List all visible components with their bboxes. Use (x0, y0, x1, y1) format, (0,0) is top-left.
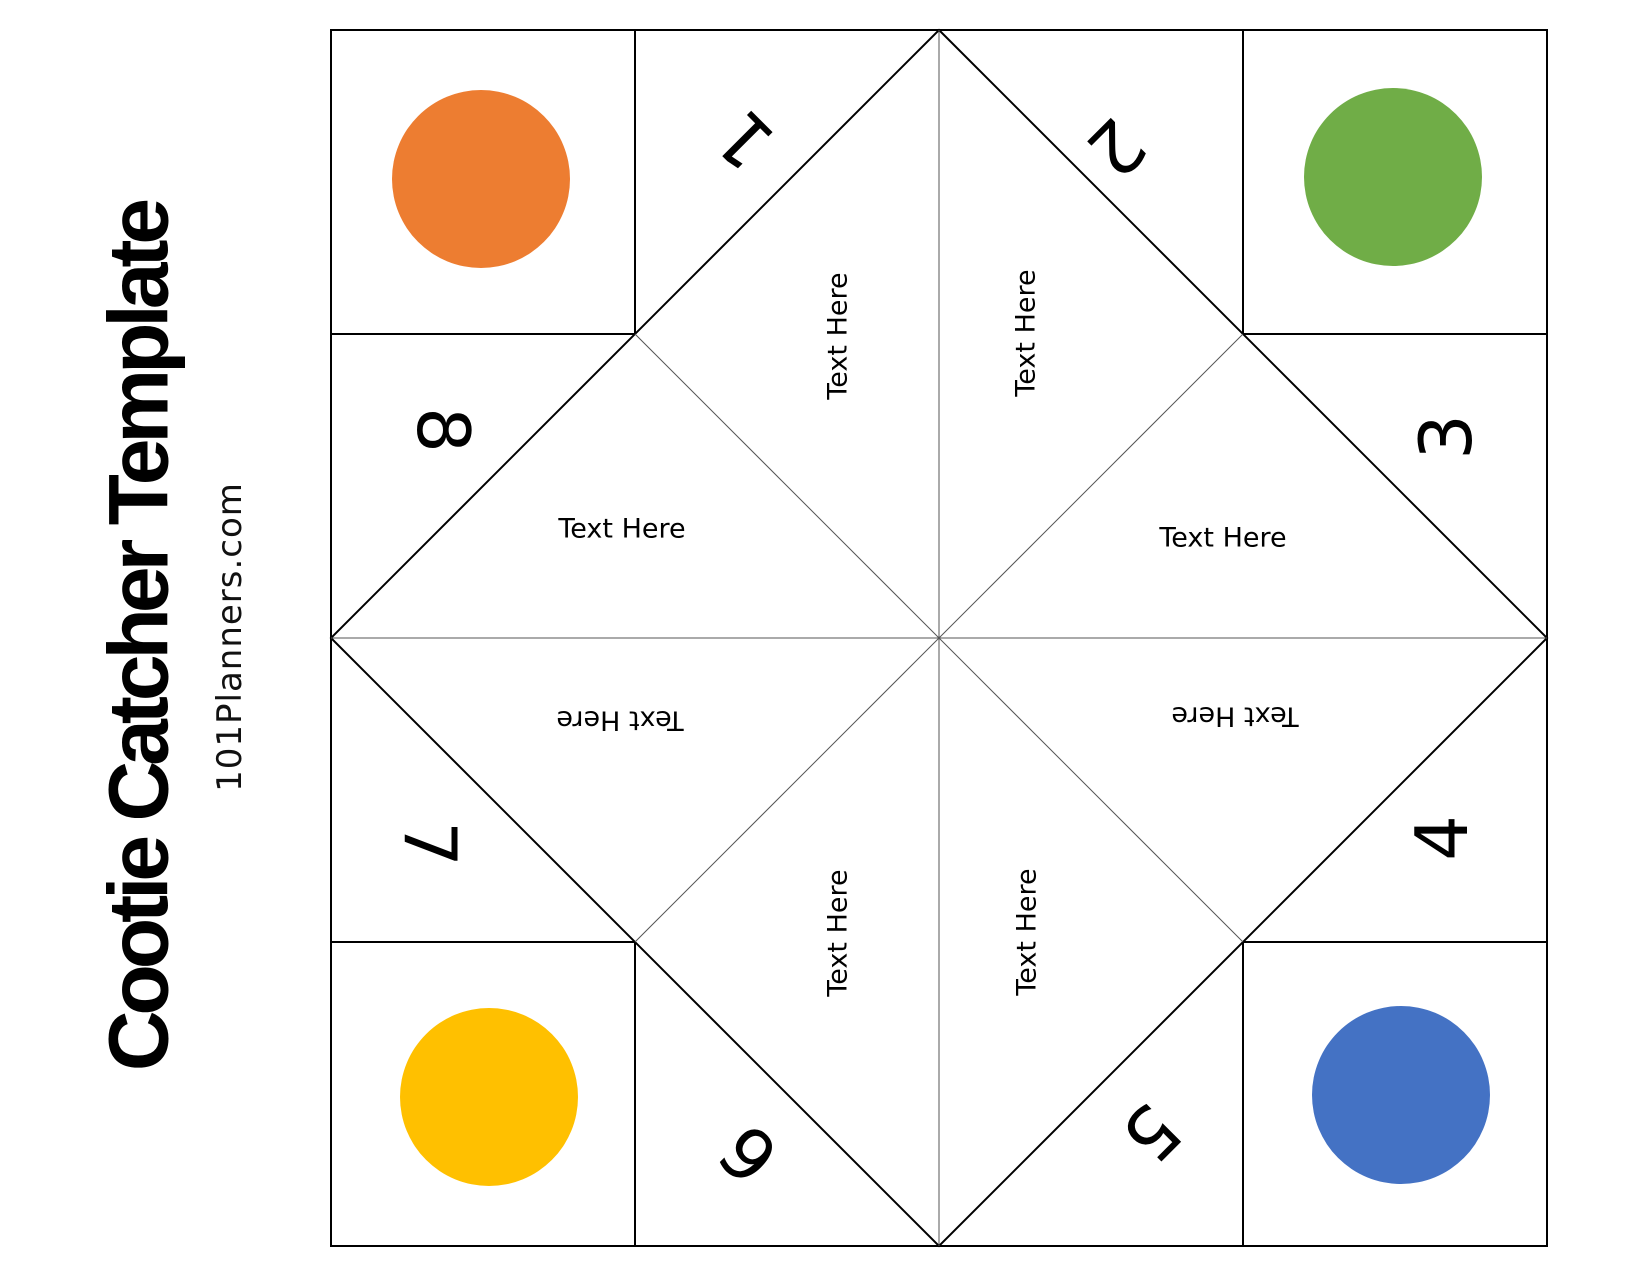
flap-number-6: 6 (703, 1108, 795, 1200)
text-label-bottom-left: Text Here (823, 869, 854, 997)
orange-dot (392, 90, 570, 268)
flap-number-3: 3 (1404, 414, 1488, 460)
corner-square-top-left (330, 29, 636, 335)
text-label-right-lower: Text Here (1171, 701, 1299, 732)
flap-number-8: 8 (401, 407, 485, 453)
blue-dot (1312, 1006, 1490, 1184)
flap-number-7: 7 (388, 821, 472, 867)
text-label-left-upper: Text Here (557, 514, 685, 545)
corner-square-bottom-right (1242, 941, 1548, 1247)
flap-number-5: 5 (1105, 1087, 1197, 1179)
text-label-left-lower: Text Here (556, 705, 684, 736)
flap-number-2: 2 (1070, 102, 1162, 194)
flap-number-4: 4 (1400, 815, 1484, 861)
text-label-top-left: Text Here (823, 272, 854, 400)
yellow-dot (400, 1008, 578, 1186)
corner-square-top-right (1242, 29, 1548, 335)
green-dot (1304, 88, 1482, 266)
text-label-bottom-right: Text Here (1012, 868, 1043, 996)
corner-square-bottom-left (330, 941, 636, 1247)
flap-number-1: 1 (699, 94, 791, 186)
text-label-top-right: Text Here (1011, 269, 1042, 397)
fold-line-diagonal-b (634, 333, 1244, 943)
text-label-right-upper: Text Here (1158, 523, 1286, 554)
